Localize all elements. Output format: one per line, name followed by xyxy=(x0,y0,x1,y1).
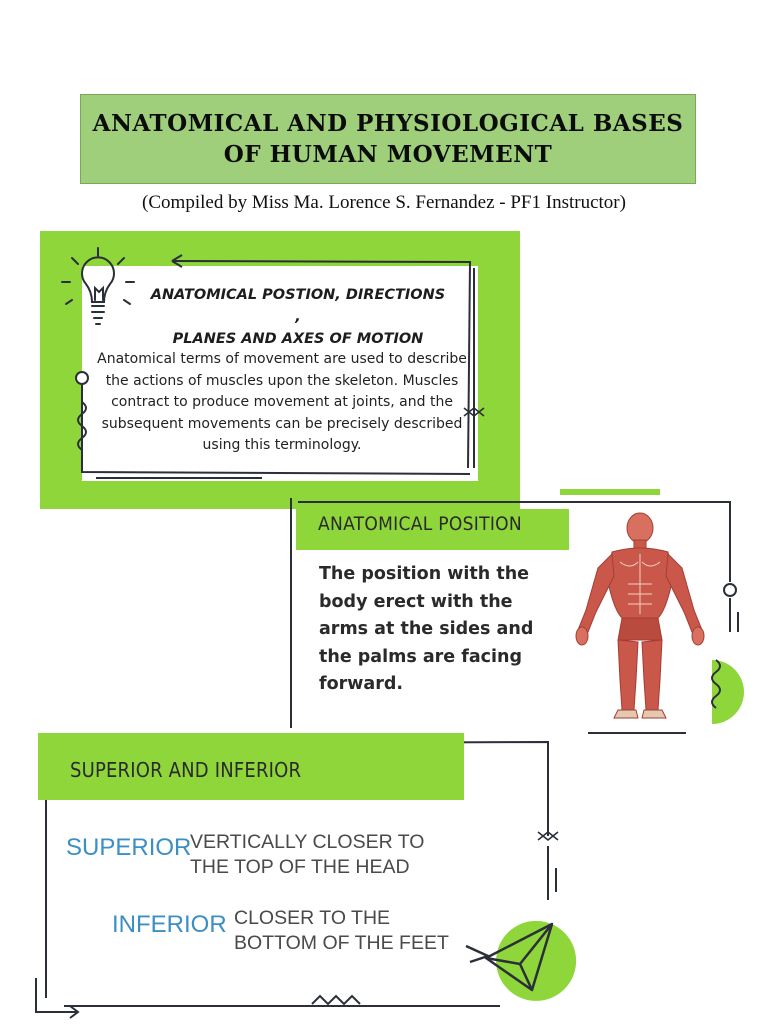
lightbulb-icon xyxy=(61,247,135,325)
card3-label: Superior and Inferior xyxy=(70,758,302,782)
card1-heading-line2: PLANES AND AXES OF MOTION xyxy=(172,331,424,347)
superior-definition: VERTICALLY CLOSER TO THE TOP OF THE HEAD xyxy=(190,830,424,880)
card2-label-band xyxy=(296,509,569,550)
title-line-2: of Human Movement xyxy=(223,141,553,168)
card2-label: Anatomical Position xyxy=(318,513,523,535)
superior-term: SUPERIOR xyxy=(66,834,192,861)
card1-heading-line1: ANATOMICAL POSTION, DIRECTIONS , xyxy=(150,287,446,325)
card2-description: The position with the body erect with th… xyxy=(319,564,534,694)
document-title-box: Anatomical and Physiological Bases of Hu… xyxy=(80,94,696,184)
card1-body-text: Anatomical terms of movement are used to… xyxy=(97,351,467,453)
inferior-definition-line1: CLOSER TO THE xyxy=(234,907,391,929)
inferior-definition: CLOSER TO THE BOTTOM OF THE FEET xyxy=(234,906,449,956)
inferior-term: INFERIOR xyxy=(112,911,227,938)
superior-definition-line2: THE TOP OF THE HEAD xyxy=(190,856,410,878)
card3-label-band xyxy=(38,733,464,800)
paper-plane-icon xyxy=(465,922,554,992)
superior-definition-line1: VERTICALLY CLOSER TO xyxy=(190,831,425,853)
compiled-by-text: (Compiled by Miss Ma. Lorence S. Fernand… xyxy=(142,192,626,213)
card1-heading: ANATOMICAL POSTION, DIRECTIONS , PLANES … xyxy=(148,284,448,350)
title-line-1: Anatomical and Physiological Bases xyxy=(92,109,684,137)
human-anatomy-figure xyxy=(575,512,705,719)
inferior-definition-line2: BOTTOM OF THE FEET xyxy=(234,932,449,954)
card1-panel xyxy=(82,266,478,481)
